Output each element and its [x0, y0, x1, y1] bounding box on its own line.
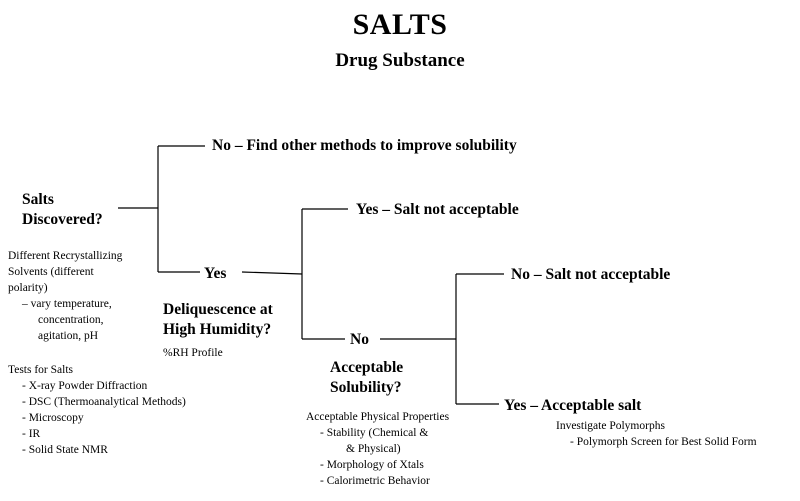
- note-tests-for-salts: Tests for Salts - X-ray Powder Diffracti…: [8, 362, 186, 458]
- note-rh-profile: %RH Profile: [163, 347, 223, 359]
- node-salts-discovered-line1: Salts: [22, 191, 54, 208]
- note-item: - Solid State NMR: [22, 444, 108, 456]
- note-item: & Physical): [346, 443, 401, 455]
- note-heading: Acceptable Physical Properties: [306, 411, 450, 423]
- note-heading: Tests for Salts: [8, 364, 73, 376]
- note-line: Solvents (different: [8, 266, 94, 278]
- note-heading: Investigate Polymorphs: [556, 420, 665, 432]
- note-item: - Stability (Chemical &: [320, 427, 429, 439]
- node-yes-salt-not-acceptable: Yes – Salt not acceptable: [356, 201, 519, 218]
- note-item: - X-ray Powder Diffraction: [22, 380, 148, 392]
- node-acceptable-solubility-line1: Acceptable: [330, 359, 404, 376]
- node-no-deliquescence: No: [350, 331, 369, 348]
- node-yes-acceptable-salt: Yes – Acceptable salt: [504, 397, 642, 414]
- connector-yes-deliq: [241, 271, 303, 275]
- node-acceptable-solubility-line2: Solubility?: [330, 379, 402, 396]
- note-line: concentration,: [38, 314, 104, 326]
- note-item: - Morphology of Xtals: [320, 459, 424, 471]
- node-salts-discovered-line2: Discovered?: [22, 211, 103, 228]
- note-polymorphs: Investigate Polymorphs - Polymorph Scree…: [556, 418, 757, 450]
- node-salts-discovered: Salts Discovered?: [22, 190, 103, 230]
- note-line: – vary temperature,: [22, 298, 112, 310]
- note-item: - DSC (Thermoanalytical Methods): [22, 396, 186, 408]
- page-title: SALTS: [352, 8, 448, 41]
- node-deliquescence-line1: Deliquescence at: [163, 301, 273, 318]
- note-line: Different Recrystallizing: [8, 250, 123, 262]
- node-acceptable-solubility: Acceptable Solubility?: [330, 358, 403, 398]
- node-yes-salts: Yes: [204, 265, 227, 282]
- page-subtitle: Drug Substance: [335, 50, 465, 71]
- node-no-salt-not-acceptable: No – Salt not acceptable: [511, 266, 671, 283]
- note-recrystallizing: Different Recrystallizing Solvents (diff…: [8, 248, 122, 344]
- note-line: agitation, pH: [38, 330, 99, 342]
- note-item: - Calorimetric Behavior: [320, 475, 430, 487]
- note-physical-properties: Acceptable Physical Properties - Stabili…: [306, 409, 449, 489]
- node-no-find-other-methods: No – Find other methods to improve solub…: [212, 137, 517, 154]
- note-item: - IR: [22, 428, 41, 440]
- note-item: - Microscopy: [22, 412, 84, 424]
- node-deliquescence: Deliquescence at High Humidity?: [163, 300, 273, 340]
- note-item: - Polymorph Screen for Best Solid Form: [570, 436, 757, 448]
- node-deliquescence-line2: High Humidity?: [163, 321, 272, 338]
- note-line: polarity): [8, 282, 48, 294]
